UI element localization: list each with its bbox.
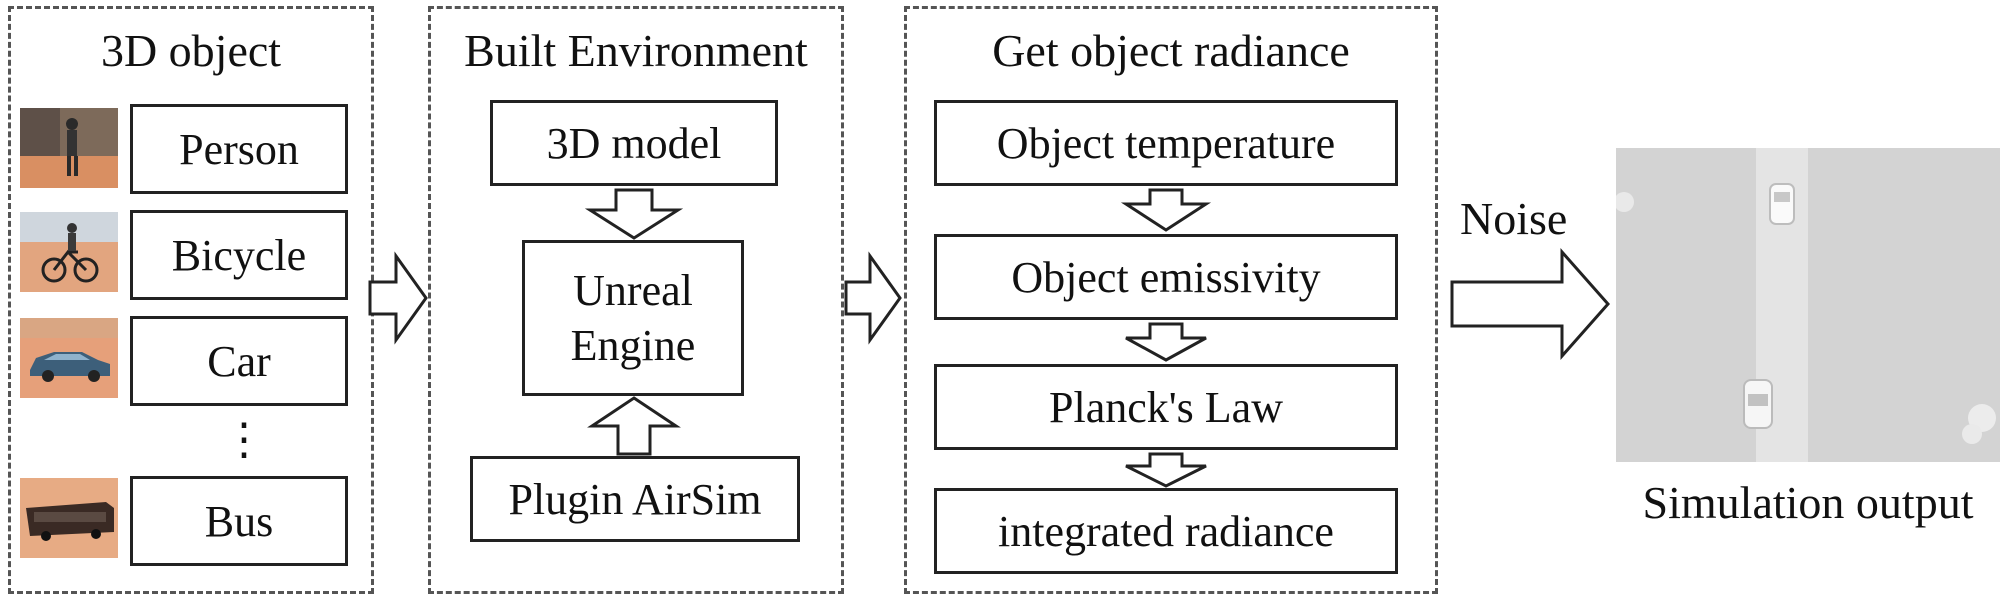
step-object-temperature: Object temperature bbox=[934, 100, 1398, 186]
object-box-car: Car bbox=[130, 316, 348, 406]
step-plancks-law: Planck's Law bbox=[934, 364, 1398, 450]
box-unreal-engine: Unreal Engine bbox=[522, 240, 744, 396]
noise-label: Noise bbox=[1460, 193, 1568, 244]
step-integrated-radiance: integrated radiance bbox=[934, 488, 1398, 574]
panel-title-built-environment: Built Environment bbox=[464, 25, 808, 76]
object-box-bus: Bus bbox=[130, 476, 348, 566]
person-photo-icon bbox=[20, 108, 118, 188]
object-box-bicycle: Bicycle bbox=[130, 210, 348, 300]
panel-get-object-radiance bbox=[904, 6, 1438, 594]
hollow-down-arrow-icon bbox=[1125, 322, 1207, 362]
panel-built-environment bbox=[428, 6, 844, 594]
object-box-person: Person bbox=[130, 104, 348, 194]
bus-photo-icon bbox=[20, 478, 118, 558]
simulation-output-image bbox=[1616, 148, 2000, 462]
panel-title-3d-object: 3D object bbox=[100, 25, 282, 76]
hollow-down-arrow-icon bbox=[584, 188, 684, 240]
panel-title-get-object-radiance: Get object radiance bbox=[992, 25, 1350, 76]
hollow-right-arrow-icon bbox=[368, 251, 428, 345]
box-unreal-engine-line2: Engine bbox=[570, 321, 696, 370]
hollow-right-arrow-icon bbox=[844, 251, 902, 345]
car-photo-icon bbox=[20, 318, 118, 398]
hollow-up-arrow-icon bbox=[587, 396, 681, 456]
hollow-right-arrow-icon bbox=[1450, 248, 1611, 360]
hollow-down-arrow-icon bbox=[1120, 188, 1212, 232]
step-object-emissivity: Object emissivity bbox=[934, 234, 1398, 320]
box-unreal-engine-line1: Unreal bbox=[573, 266, 693, 315]
hollow-down-arrow-icon bbox=[1125, 452, 1207, 488]
bicycle-photo-icon bbox=[20, 212, 118, 292]
box-plugin-airsim: Plugin AirSim bbox=[470, 456, 800, 542]
simulation-output-label: Simulation output bbox=[1642, 477, 1974, 528]
box-3d-model: 3D model bbox=[490, 100, 778, 186]
